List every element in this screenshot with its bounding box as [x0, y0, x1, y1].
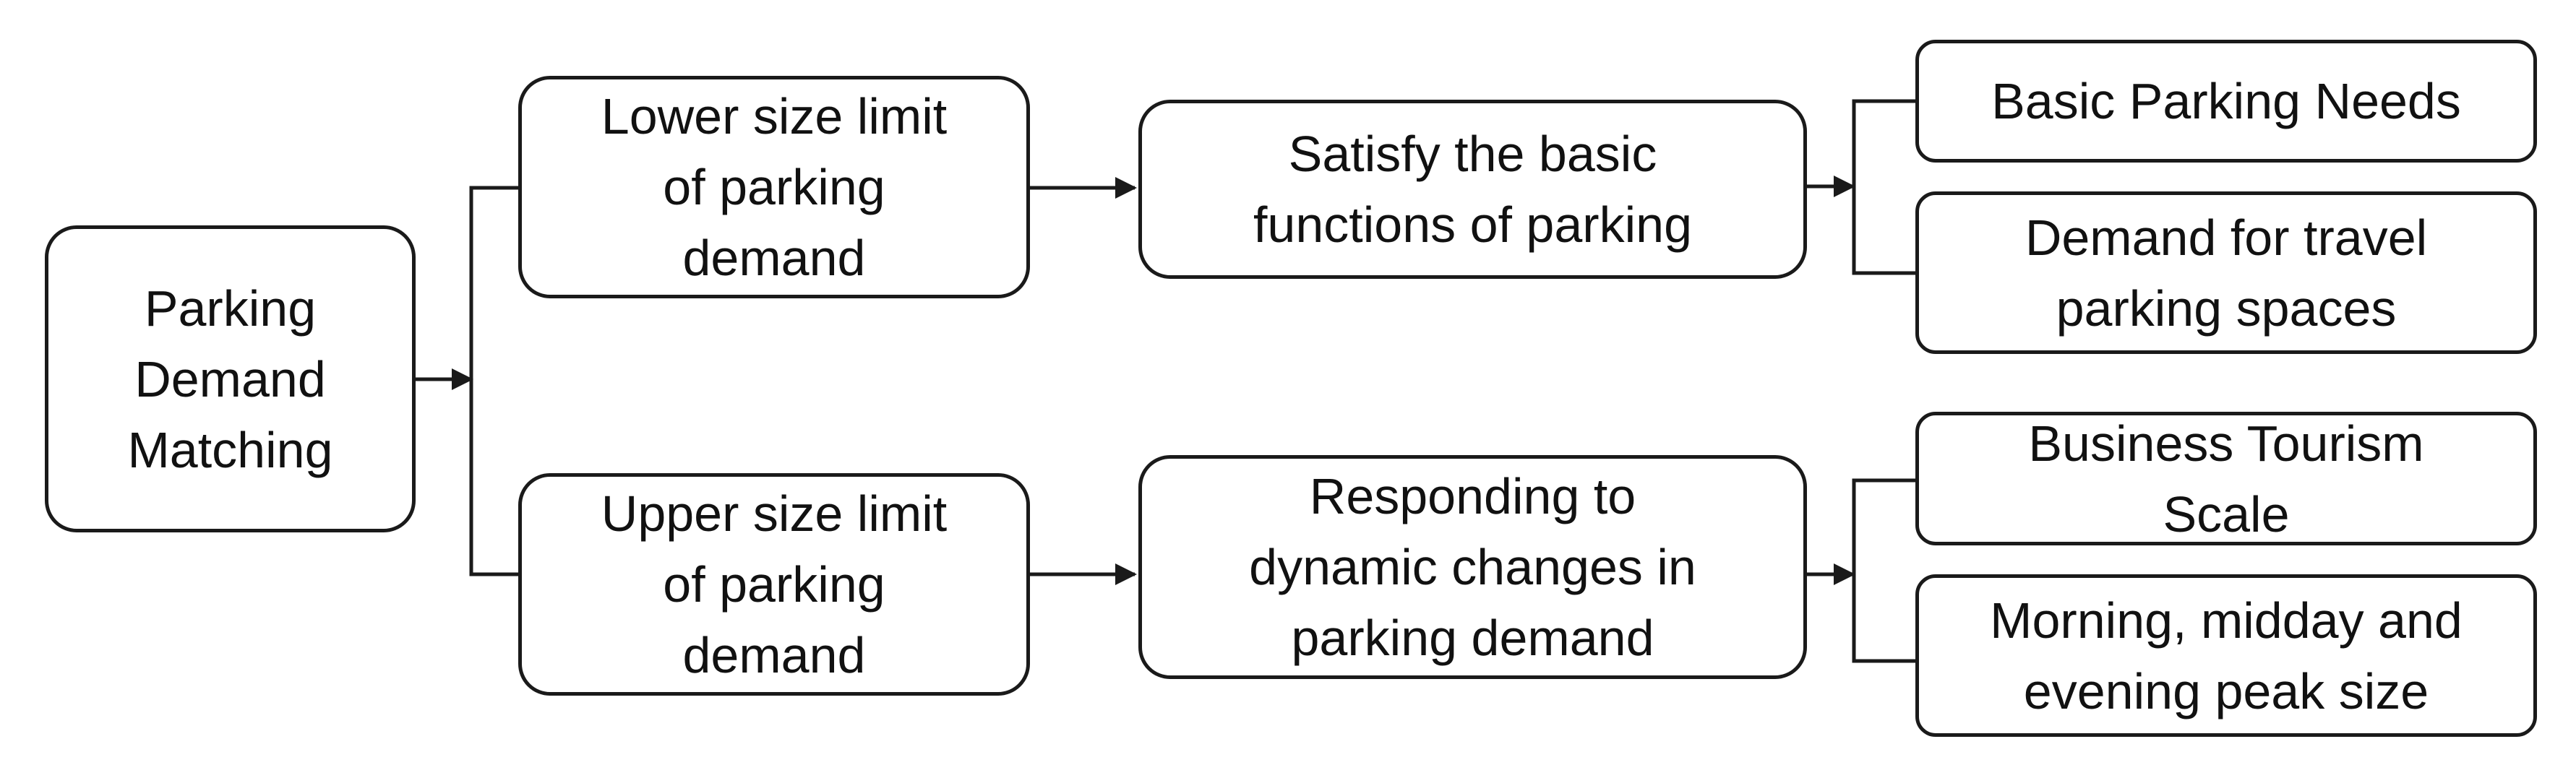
root-node: Parking Demand Matching [45, 225, 416, 532]
bracket-root-branches [469, 186, 518, 576]
lower-need-label-2: Demand for travel parking spaces [2025, 209, 2428, 337]
bracket-lower-needs [1852, 99, 1915, 275]
upper-need-label-1: Business Tourism Scale [2028, 415, 2424, 543]
lower-need-node-2: Demand for travel parking spaces [1915, 191, 2537, 354]
upper-need-node-1: Business Tourism Scale [1915, 412, 2537, 545]
root-label: Parking Demand Matching [127, 280, 333, 478]
lower-need-node-1: Basic Parking Needs [1915, 40, 2537, 163]
lower-goal-node: Satisfy the basic functions of parking [1138, 100, 1807, 279]
upper-goal-label: Responding to dynamic changes in parking… [1249, 468, 1696, 666]
upper-need-label-2: Morning, midday and evening peak size [1990, 592, 2463, 719]
upper-limit-label: Upper size limit of parking demand [601, 485, 948, 683]
upper-need-node-2: Morning, midday and evening peak size [1915, 574, 2537, 737]
upper-limit-node: Upper size limit of parking demand [518, 473, 1030, 696]
upper-goal-node: Responding to dynamic changes in parking… [1138, 455, 1807, 679]
lower-limit-node: Lower size limit of parking demand [518, 76, 1030, 298]
lower-limit-label: Lower size limit of parking demand [601, 88, 948, 286]
lower-goal-label: Satisfy the basic functions of parking [1253, 126, 1693, 253]
bracket-upper-needs [1852, 478, 1915, 663]
lower-need-label-1: Basic Parking Needs [1991, 73, 2461, 129]
